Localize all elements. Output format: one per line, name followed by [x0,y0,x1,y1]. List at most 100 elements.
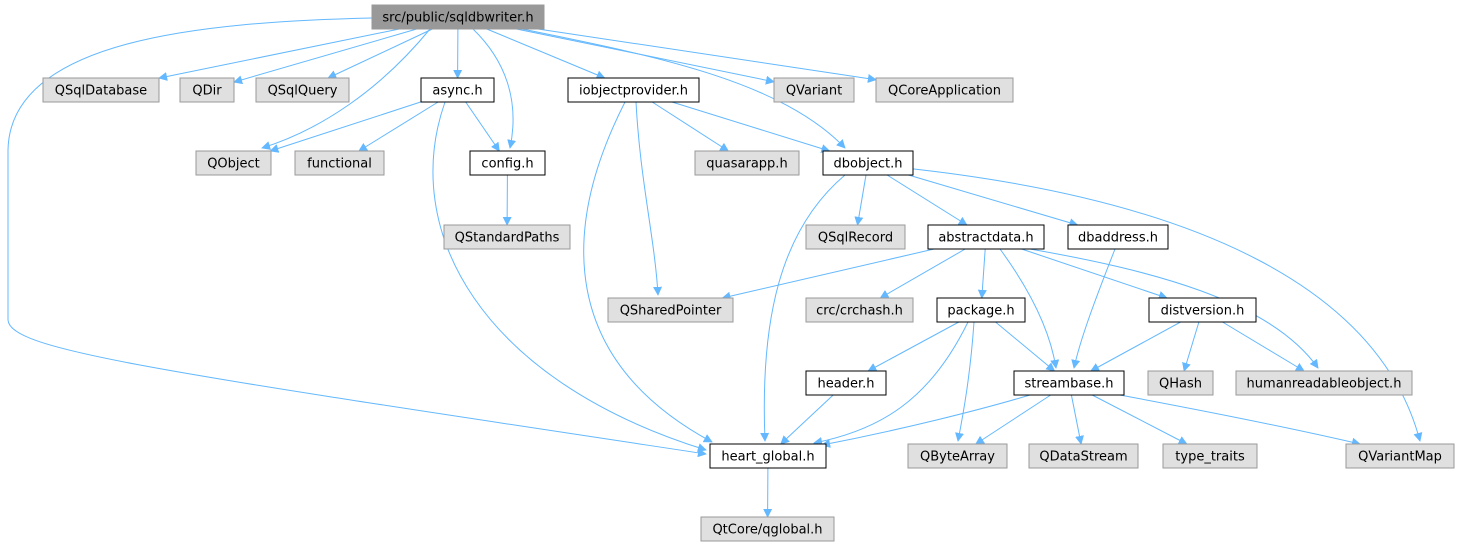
node-box-qbytearray [907,443,1008,469]
node-label-distversion: distversion.h [1161,304,1245,319]
node-label-qbytearray: QByteArray [920,450,995,465]
node-box-dbaddress [1067,224,1169,250]
edge-distversion-to-qhash [1182,321,1200,372]
node-box-qobject [195,150,272,176]
node-humanreadable: humanreadableobject.h [1235,370,1413,396]
node-box-qsqlrecord [805,224,906,250]
node-box-qsqlquery [255,77,350,103]
node-box-header [805,370,887,396]
node-box-quasarapp [694,150,800,176]
edge-streambase-to-heartglobal [821,394,1031,448]
edge-abstractdata-to-distversion [1021,248,1168,300]
node-qbytearray: QByteArray [907,443,1008,469]
node-package[interactable]: package.h [936,297,1026,323]
node-box-qstandardpaths [443,224,571,250]
node-sqldbwriter[interactable]: src/public/sqldbwriter.h [371,4,545,30]
node-functional: functional [294,150,385,176]
node-label-qvariantmap: QVariantMap [1358,450,1442,465]
node-crchash: crc/crchash.h [805,297,914,323]
node-label-sqldbwriter: src/public/sqldbwriter.h [382,11,533,26]
node-label-dbobject: dbobject.h [834,157,903,172]
edge-abstractdata-to-qsharedpointer [721,248,935,301]
node-box-package [936,297,1026,323]
edge-sqldbwriter-to-qdir [233,28,417,85]
node-abstractdata[interactable]: abstractdata.h [927,224,1045,250]
node-label-qsqldatabase: QSqlDatabase [55,84,147,99]
node-qhash: QHash [1147,370,1214,396]
edge-distversion-to-humanreadable [1222,321,1305,372]
node-label-qvariant: QVariant [786,84,842,99]
node-qsharedpointer: QSharedPointer [607,297,734,323]
edge-package-to-heartglobal [813,321,969,446]
node-async[interactable]: async.h [420,77,495,103]
node-box-abstractdata [927,224,1045,250]
node-box-qtglobal [700,516,835,542]
node-iobjectprovider[interactable]: iobjectprovider.h [567,77,700,103]
node-box-typetraits [1162,443,1258,469]
node-header[interactable]: header.h [805,370,887,396]
edge-async-to-qobject [269,101,422,153]
node-box-sqldbwriter [371,4,545,30]
node-qdir: QDir [179,77,235,103]
node-label-streambase: streambase.h [1025,377,1114,392]
node-qstandardpaths: QStandardPaths [443,224,571,250]
node-distversion[interactable]: distversion.h [1148,297,1257,323]
edge-sqldbwriter-to-heartglobal [7,17,707,458]
node-config[interactable]: config.h [469,150,546,176]
node-label-qsqlquery: QSqlQuery [268,84,338,99]
node-label-qstandardpaths: QStandardPaths [455,231,560,246]
node-box-humanreadable [1235,370,1413,396]
node-label-qcoreapplication: QCoreApplication [888,84,1001,99]
node-label-qsharedpointer: QSharedPointer [620,304,722,319]
edge-iobjectprovider-to-heartglobal [583,101,713,443]
node-typetraits: type_traits [1162,443,1258,469]
edge-sqldbwriter-to-qcoreapplication [537,28,877,83]
node-box-qvariantmap [1345,443,1455,469]
node-box-functional [294,150,385,176]
edge-iobjectprovider-to-qsharedpointer [635,101,663,296]
node-box-qsharedpointer [607,297,734,323]
node-qtglobal: QtCore/qglobal.h [700,516,835,542]
node-quasarapp: quasarapp.h [694,150,800,176]
edge-package-to-qbytearray [955,321,975,442]
edge-sqldbwriter-to-dbobject [521,28,846,149]
edge-dbobject-to-heartglobal [760,174,846,442]
edge-package-to-header [867,321,960,372]
node-label-crchash: crc/crchash.h [816,304,903,319]
node-box-crchash [805,297,914,323]
node-heartglobal[interactable]: heart_global.h [709,443,827,469]
node-box-qdatastream [1028,443,1139,469]
node-box-qsqldatabase [42,77,160,103]
node-label-qhash: QHash [1159,377,1202,392]
node-box-config [469,150,546,176]
edge-async-to-functional [358,101,439,152]
edge-distversion-to-streambase [1090,321,1181,372]
node-qsqldatabase: QSqlDatabase [42,77,160,103]
node-dbobject[interactable]: dbobject.h [822,150,914,176]
edge-streambase-to-typetraits [1091,394,1188,445]
node-label-functional: functional [307,157,372,172]
node-label-qobject: QObject [207,157,260,172]
edge-abstractdata-to-crchash [879,248,966,299]
node-qvariant: QVariant [773,77,855,103]
node-dbaddress[interactable]: dbaddress.h [1067,224,1169,250]
node-qsqlrecord: QSqlRecord [805,224,906,250]
edge-sqldbwriter-to-config [472,28,517,149]
edge-sqldbwriter-to-qsqldatabase [158,28,400,81]
node-label-async: async.h [432,84,482,99]
edge-iobjectprovider-to-quasarapp [651,101,730,152]
node-box-distversion [1148,297,1257,323]
node-label-package: package.h [947,304,1014,319]
edge-dbaddress-to-streambase [1071,248,1116,369]
node-qobject: QObject [195,150,272,176]
edge-dbobject-to-abstractdata [886,174,968,226]
node-box-async [420,77,495,103]
edge-dbobject-to-dbaddress [908,174,1079,228]
node-box-qvariant [773,77,855,103]
node-streambase[interactable]: streambase.h [1013,370,1125,396]
node-box-qhash [1147,370,1214,396]
edge-header-to-heartglobal [780,394,834,445]
node-label-qtglobal: QtCore/qglobal.h [712,523,822,538]
